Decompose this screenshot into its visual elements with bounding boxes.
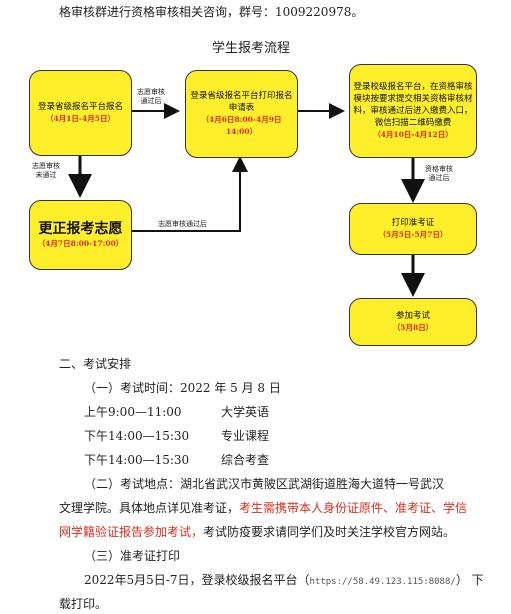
place-line-2-text: 文理学院。具体地点详见准考证， [59, 501, 240, 515]
print-url-link[interactable]: https://58.49.123.115:8088/ [309, 577, 456, 587]
box-text: 打印准考证 [391, 218, 435, 228]
label-pass-1: 志愿审核通过后 [137, 88, 165, 105]
print-text: 2022年5月5日-7日，登录校级报名平台（ [84, 573, 310, 587]
print-heading: （三）准考证打印 [84, 549, 181, 563]
schedule-subject-3: 综合考查 [221, 453, 270, 467]
top-line: 格审核群进行资格审核相关咨询，群号：1009220978。 [59, 5, 364, 19]
box-text: 参加考试 [395, 311, 430, 321]
place-line-3-text: 考试防疫要求请同学们及时关注学校官方网站。 [203, 525, 456, 539]
box-text: 更正报考志愿 [38, 221, 123, 237]
print-text-end: ） 下 [455, 573, 484, 587]
box-text: 登录省级报名平台打印报名申请表 [190, 91, 293, 113]
label-fail: 志愿审核未通过 [32, 162, 60, 179]
label-qualification-pass: 资格审核通过后 [425, 165, 453, 182]
box-text: 登录省级报名平台报名 [37, 102, 123, 112]
schedule-subject-1: 大学英语 [221, 405, 270, 419]
box-date: （4月6日8:00-4月9日14:00） [201, 115, 282, 136]
box-date: （5月8日） [392, 323, 434, 332]
print-line-2: 载打印。 [59, 597, 108, 611]
place-line-1: （二）考试地点：湖北省武汉市黄陂区武湖街道胜海大道特一号武汉 [84, 477, 445, 491]
print-line: 2022年5月5日-7日，登录校级报名平台（https://58.49.123.… [84, 572, 484, 590]
section-heading: 二、考试安排 [59, 357, 132, 371]
box-text: 登录校级报名平台，在资格审核模块按要求提交相关资格审核材料，审核通过后进入缴费入… [353, 82, 473, 128]
box-date: （4月10日-4月12日） [373, 130, 453, 139]
flow-box-register: 登录省级报名平台报名 （4月1日-4月5日） [29, 70, 132, 156]
flow-box-qualification: 登录校级报名平台，在资格审核模块按要求提交相关资格审核材料，审核通过后进入缴费入… [349, 64, 477, 158]
box-date: （4月1日-4月5日） [46, 114, 115, 123]
place-line-2: 文理学院。具体地点详见准考证，考生需携带本人身份证原件、准考证、学信 [59, 500, 467, 516]
flow-title: 学生报考流程 [212, 41, 291, 56]
box-date: （4月7日8:00-17:00） [37, 239, 124, 248]
exam-time: （一）考试时间：2022 年 5 月 8 日 [84, 381, 281, 395]
flow-box-print-admission: 打印准考证 （5月5日-5月7日） [349, 203, 477, 255]
schedule-subject-2: 专业课程 [221, 429, 270, 443]
label-pass-2: 志愿审核通过后 [158, 220, 207, 228]
box-date: （5月5日-5月7日） [378, 230, 448, 239]
flow-box-take-exam: 参加考试 （5月8日） [349, 298, 477, 346]
flow-box-correct-volunteer: 更正报考志愿 （4月7日8:00-17:00） [29, 200, 132, 270]
place-line-2-warning: 考生需携带本人身份证原件、准考证、学信 [239, 501, 468, 515]
place-line-3-warning: 网学籍验证报告参加考试， [59, 525, 204, 539]
place-line-3: 网学籍验证报告参加考试，考试防疫要求请同学们及时关注学校官方网站。 [59, 524, 455, 540]
schedule-time-2: 下午14:00—15:30 [84, 429, 190, 443]
schedule-time-3: 下午14:00—15:30 [84, 453, 190, 467]
flow-box-print-application: 登录省级报名平台打印报名申请表 （4月6日8:00-4月9日14:00） [185, 70, 298, 158]
schedule-time-1: 上午9:00—11:00 [84, 405, 182, 419]
